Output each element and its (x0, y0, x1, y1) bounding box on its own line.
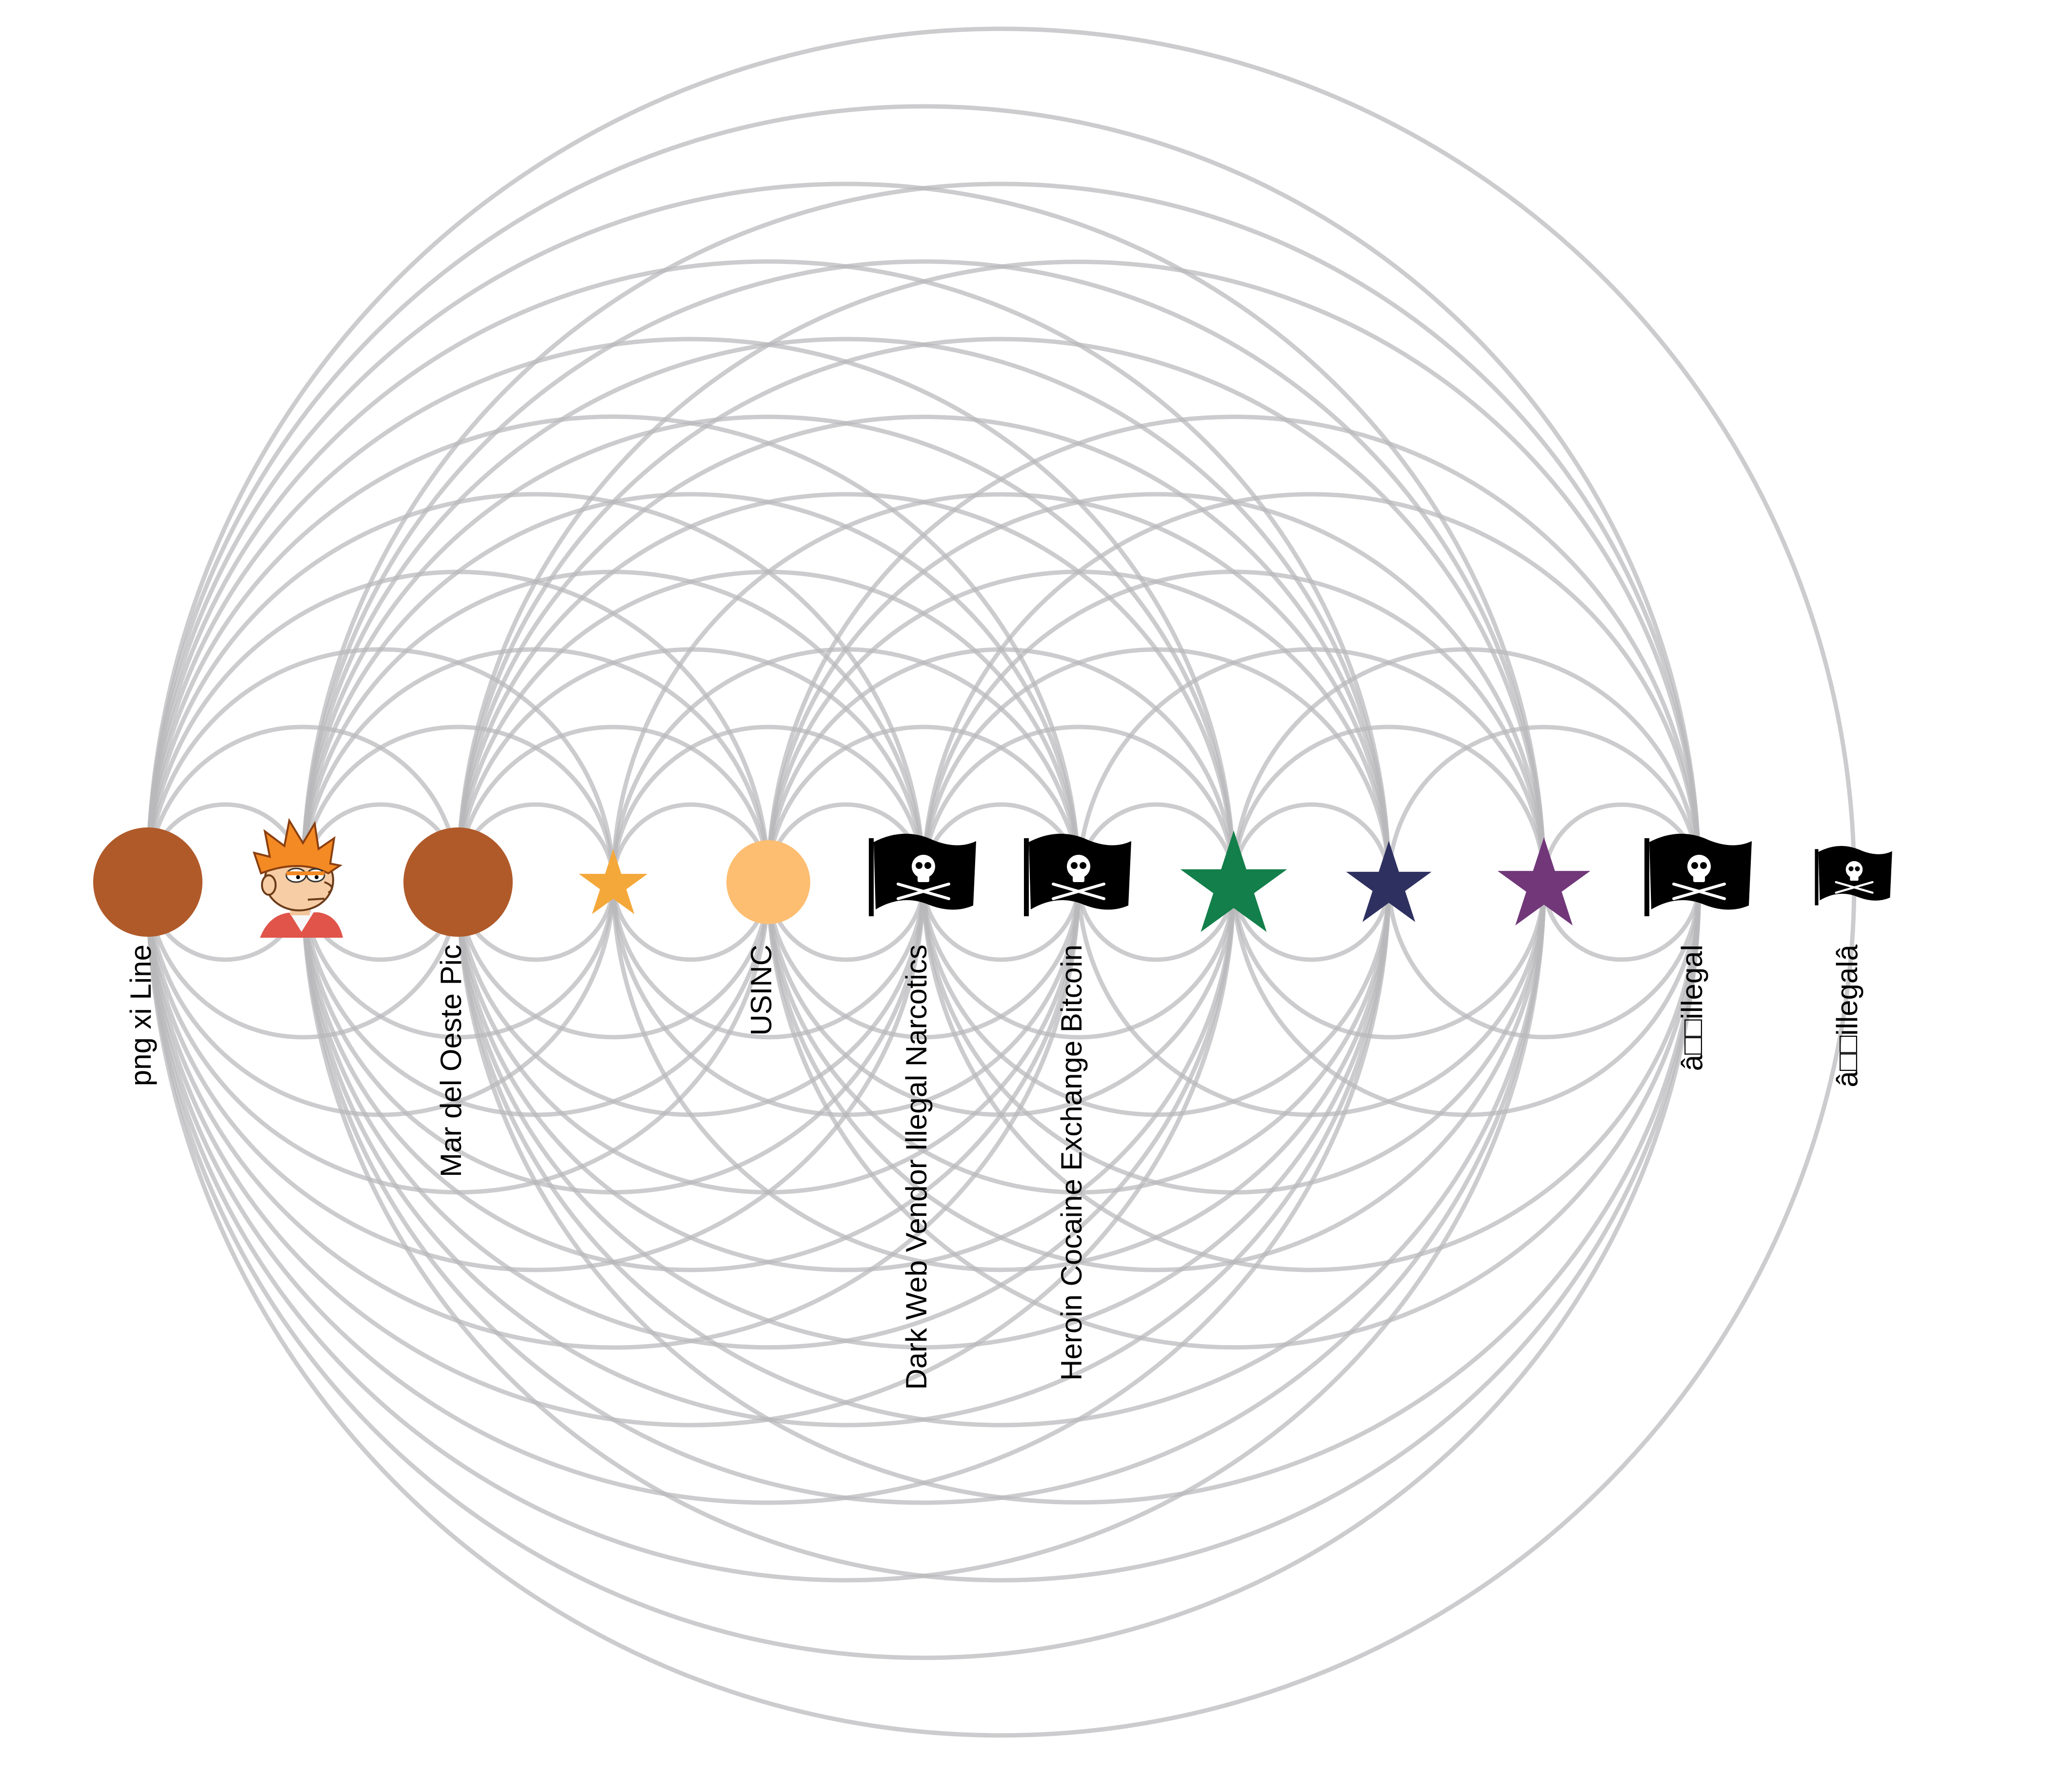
edge-arc-upper (145, 26, 1857, 883)
edge-arc-lower (145, 882, 926, 1272)
edge-arc-lower (1386, 882, 1702, 1040)
edge-arc-lower (300, 882, 1236, 1350)
edge-arc-upper (611, 492, 1391, 883)
node-markers (93, 818, 1892, 938)
edge-arc-lower (300, 882, 1391, 1428)
edge-arc-lower (456, 882, 1546, 1428)
node-n0 (93, 827, 202, 937)
node-label-n6: Heroin Cocaine Exchange Bitcoin (1055, 945, 1088, 1381)
edge-arc-upper (145, 492, 926, 883)
edge-arc-lower (300, 882, 1702, 1583)
edge-arc-upper (1231, 725, 1546, 883)
node-n11 (1815, 846, 1892, 906)
node-n7 (1180, 830, 1287, 932)
edge-arc-lower (300, 882, 1081, 1272)
node-n1 (252, 818, 343, 938)
edge-arc-lower (921, 882, 1081, 962)
edge-arc-upper (145, 181, 1546, 883)
edge-arc-upper (1386, 725, 1702, 883)
edge-arc-upper (921, 725, 1236, 883)
edge-arc-lower (145, 882, 1857, 1738)
node-n9 (1497, 837, 1591, 926)
edge-arc-upper (300, 725, 616, 883)
node-n10 (1644, 833, 1752, 916)
edge-arc-lower (611, 882, 926, 1040)
edge-arc-upper (300, 259, 1546, 883)
star-icon (1180, 830, 1287, 932)
edge-arc-lower (456, 882, 1236, 1272)
edge-arc-upper (456, 492, 1236, 883)
arc-edges (145, 26, 1857, 1738)
edge-arc-lower (456, 882, 1391, 1350)
edge-arc-upper (300, 181, 1702, 883)
pirate-flag-icon (869, 833, 976, 916)
edge-arc-upper (300, 492, 1081, 883)
edge-arc-upper (766, 725, 1081, 883)
edge-arc-lower (456, 882, 1702, 1505)
node-circle (726, 840, 810, 924)
node-circle (93, 827, 202, 937)
edge-arc-lower (921, 882, 1236, 1040)
pirate-flag-icon (1644, 833, 1752, 916)
cartoon-face-avatar-icon (252, 818, 343, 938)
edge-arc-upper (766, 492, 1546, 883)
edge-arc-lower (1231, 882, 1546, 1040)
node-label-n2: Mar del Oeste Pic (435, 945, 467, 1177)
edge-arc-lower (456, 882, 771, 1040)
node-label-n5: Dark Web Vendor Illegal Narcotics (900, 945, 933, 1390)
star-icon (579, 848, 648, 914)
edge-arc-lower (145, 882, 461, 1040)
edge-arc-lower (145, 882, 1546, 1583)
node-labels: png xi Line Mar del Oeste Pic USINC Dark We… (124, 944, 1863, 1389)
node-n4 (726, 840, 810, 924)
edge-arc-upper (921, 647, 1391, 883)
edge-arc-upper (145, 104, 1702, 883)
edge-arc-lower (611, 882, 1391, 1272)
node-n8 (1346, 841, 1432, 922)
edge-arc-lower (921, 882, 1702, 1272)
edge-arc-upper (456, 414, 1391, 883)
edge-arc-upper (1231, 647, 1702, 883)
edge-arc-lower (1076, 882, 1546, 1117)
pirate-flag-icon (1815, 846, 1892, 906)
edge-arc-lower (921, 882, 1391, 1117)
node-label-n10: â□□illegal (1676, 945, 1708, 1071)
edge-arc-upper (145, 725, 461, 883)
edge-arc-upper (766, 414, 1702, 883)
edge-arc-lower (1076, 882, 1236, 962)
node-circle (403, 827, 513, 937)
edge-arc-lower (145, 882, 1236, 1428)
edge-arc-upper (456, 337, 1546, 883)
edge-arc-upper (456, 725, 771, 883)
edge-arc-upper (921, 492, 1702, 883)
star-icon (1497, 837, 1591, 926)
edge-arc-lower (1231, 882, 1391, 962)
edge-arc-upper (300, 414, 1236, 883)
edge-arc-upper (145, 337, 1236, 883)
edge-arc-upper (611, 725, 926, 883)
node-label-n11: â□□illegalâ (1831, 944, 1863, 1087)
edge-arc-lower (145, 882, 1702, 1660)
edge-arc-lower (300, 882, 1546, 1505)
edge-arc-upper (300, 337, 1391, 883)
edge-arc-lower (766, 882, 1081, 1040)
edge-arc-lower (1542, 882, 1702, 962)
node-label-n4: USINC (745, 945, 778, 1036)
node-n6 (1024, 833, 1131, 916)
edge-arc-lower (766, 882, 1546, 1272)
edge-arc-upper (456, 259, 1702, 883)
node-n5 (869, 833, 976, 916)
node-label-n0: png xi Line (124, 945, 157, 1086)
node-n2 (403, 827, 513, 937)
edge-arc-upper (1076, 647, 1546, 883)
edge-arc-upper (1231, 802, 1391, 883)
edge-arc-lower (300, 882, 616, 1040)
edge-arc-lower (1231, 882, 1702, 1117)
edge-arc-lower (766, 882, 1702, 1350)
node-n3 (579, 848, 648, 914)
star-icon (1346, 841, 1432, 922)
pirate-flag-icon (1024, 833, 1131, 916)
